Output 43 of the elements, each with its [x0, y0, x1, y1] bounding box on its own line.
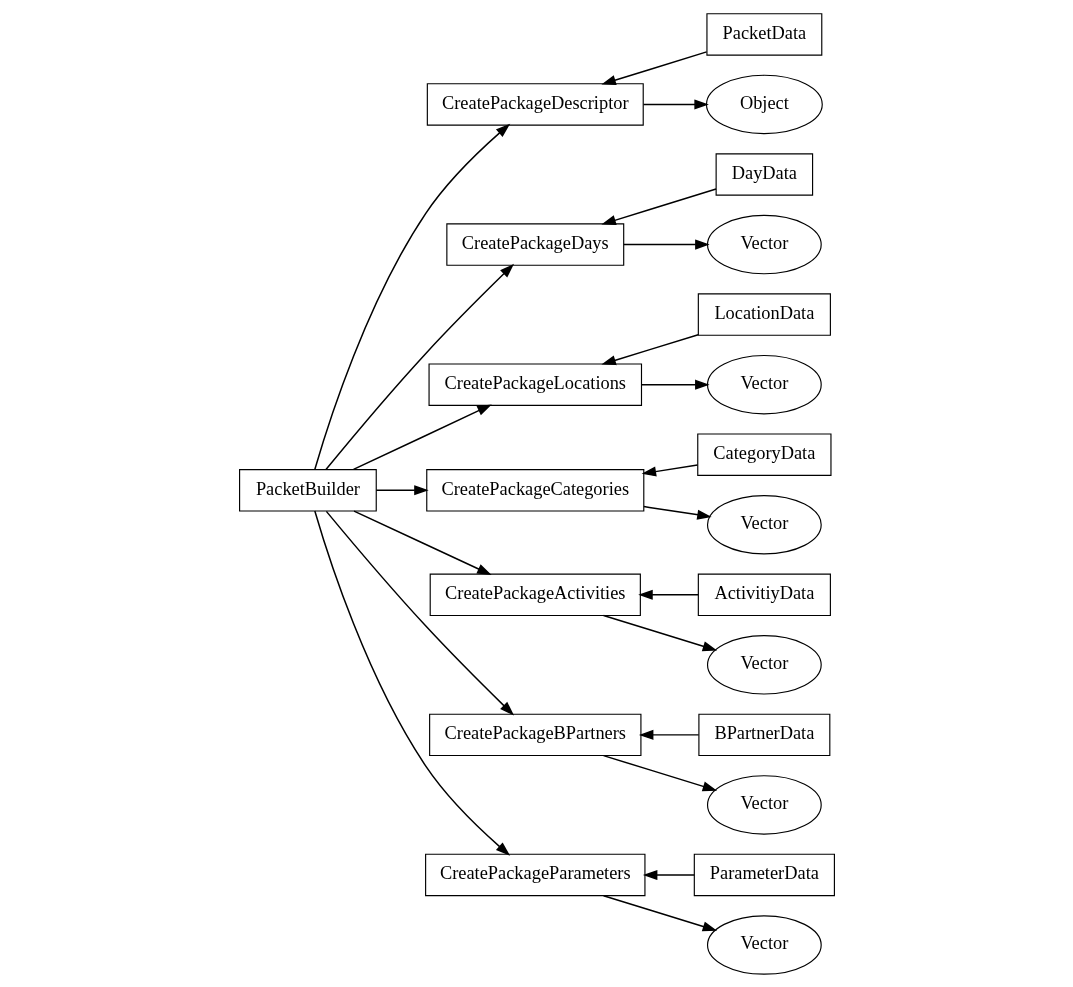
node-box: CreatePackageActivities — [429, 573, 641, 616]
node-box: CreatePackageBPartners — [428, 713, 641, 756]
node-box: CategoryData — [696, 432, 832, 476]
arrow — [352, 509, 492, 575]
node-ellipse: Vector — [706, 354, 822, 414]
arrow — [313, 509, 510, 856]
arrow — [637, 589, 699, 600]
node-ellipse: Vector — [706, 914, 822, 975]
node-ellipse: Vector — [706, 494, 822, 554]
arrow — [642, 98, 709, 110]
arrow — [325, 510, 514, 716]
node-box: DayData — [715, 152, 813, 196]
arrow — [600, 50, 707, 85]
arrow — [600, 187, 717, 225]
node-box: ActivitiyData — [697, 573, 831, 616]
arrow — [600, 333, 699, 365]
arrow — [641, 463, 698, 477]
arrow — [352, 404, 492, 470]
arrow — [638, 729, 699, 740]
node-box: CreatePackageLocations — [428, 362, 642, 406]
arrow — [375, 484, 429, 495]
node-box: ParameterData — [693, 853, 835, 896]
node-box: LocationData — [697, 292, 831, 336]
arrow — [640, 379, 710, 390]
arrow — [602, 894, 717, 931]
node-box: CreatePackageCategories — [425, 468, 644, 512]
node-box: CreatePackageParameters — [424, 853, 645, 896]
node-ellipse: Vector — [706, 214, 822, 274]
node-box: BPartnerData — [697, 713, 830, 756]
arrow — [602, 754, 717, 791]
node-ellipse: Object — [705, 74, 823, 134]
node-ellipse: Vector — [706, 774, 822, 835]
arrow — [313, 123, 510, 470]
node-box: PacketData — [705, 12, 822, 56]
node-ellipse: Vector — [706, 634, 822, 695]
node-box: PacketBuilder — [238, 468, 377, 512]
arrow — [324, 263, 514, 470]
node-box: CreatePackageDays — [445, 222, 624, 266]
arrow — [602, 614, 717, 651]
arrow — [642, 505, 712, 520]
arrow — [642, 869, 695, 880]
node-box: CreatePackageDescriptor — [426, 82, 644, 126]
arrow — [622, 239, 710, 250]
